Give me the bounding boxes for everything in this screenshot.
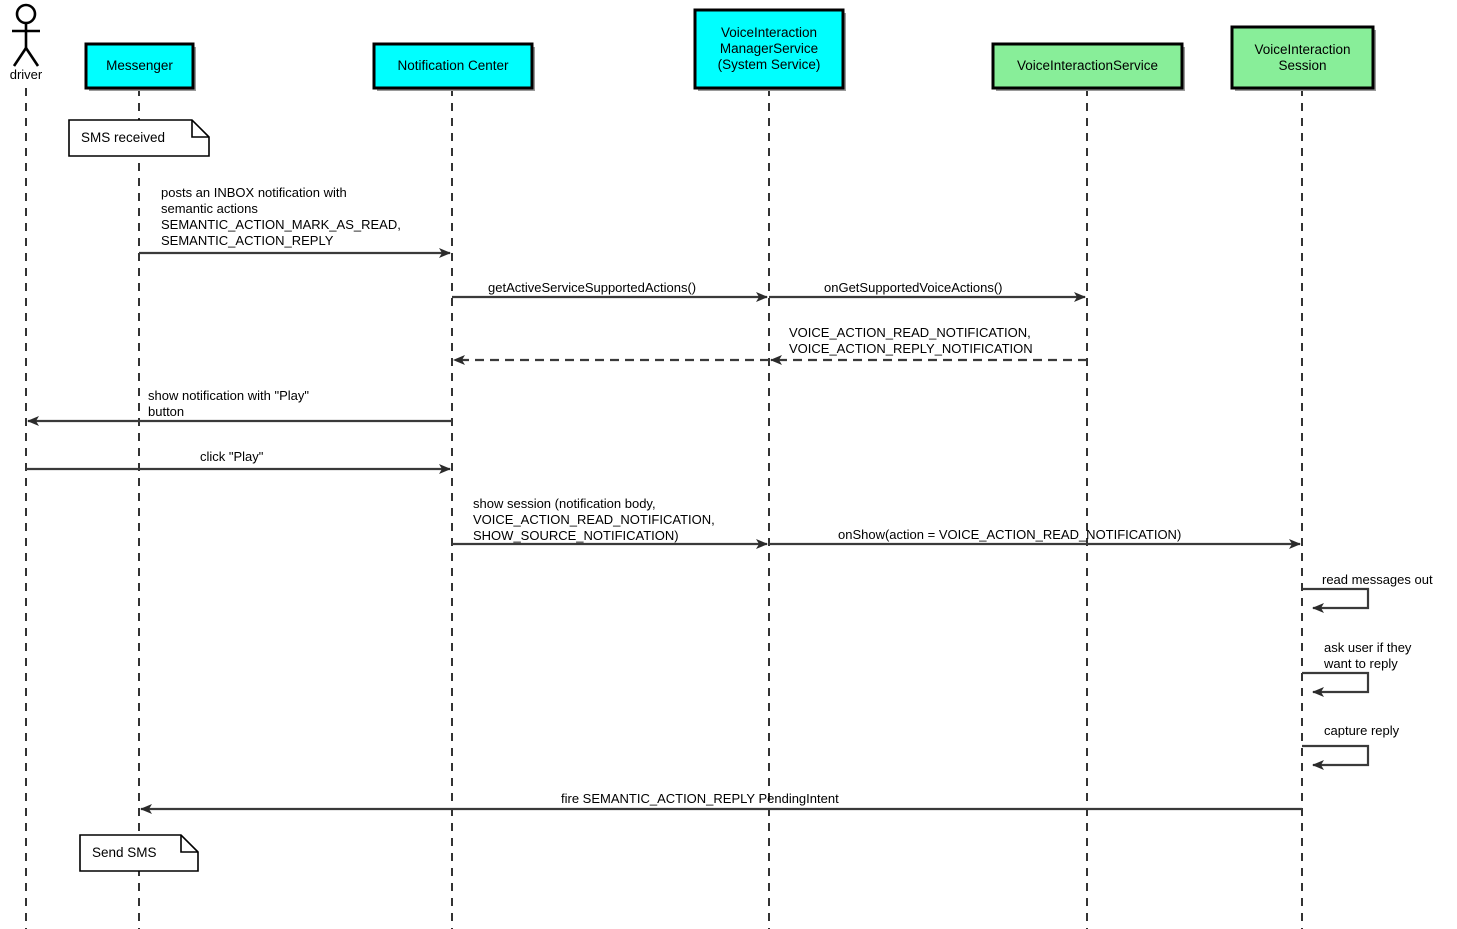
note-sms-received-label: SMS received bbox=[81, 130, 166, 145]
participant-box-session[interactable] bbox=[1230, 25, 1375, 90]
participant-label-messenger: Messenger bbox=[106, 58, 173, 73]
self-read-messages-out-label: read messages out bbox=[1322, 572, 1433, 587]
notes-group bbox=[68, 119, 210, 872]
self-ask-user-reply-label: ask user if they want to reply bbox=[1324, 640, 1412, 671]
note-sms-received-fold bbox=[191, 120, 209, 138]
note-send-sms-label: Send SMS bbox=[92, 845, 157, 860]
messages-group bbox=[26, 248, 1302, 814]
actor-driver[interactable] bbox=[12, 3, 40, 67]
participant-label-vims: VoiceInteraction ManagerService (System … bbox=[717, 25, 821, 72]
msg-fire-reply-pending-intent-label: fire SEMANTIC_ACTION_REPLY PendingIntent bbox=[561, 791, 839, 806]
participant-label-notification_center: Notification Center bbox=[397, 58, 509, 73]
participant-box-messenger[interactable] bbox=[84, 42, 195, 90]
lifelines-group bbox=[25, 88, 1303, 929]
msg-on-show-label: onShow(action = VOICE_ACTION_READ_NOTIFI… bbox=[838, 527, 1182, 542]
participant-box-vims[interactable] bbox=[693, 8, 845, 90]
self-capture-reply bbox=[1302, 744, 1370, 770]
participant-box-notification_center[interactable] bbox=[372, 42, 534, 90]
note-send-sms-fold bbox=[180, 835, 198, 853]
participant-label-vis: VoiceInteractionService bbox=[1016, 58, 1159, 73]
self-read-messages-out bbox=[1302, 587, 1370, 613]
msg-show-session-label: show session (notification body, VOICE_A… bbox=[473, 496, 715, 543]
participant-box-vis[interactable] bbox=[991, 42, 1184, 90]
msg-get-active-service-supported-actions-label: getActiveServiceSupportedActions() bbox=[488, 280, 697, 295]
self-messages-group bbox=[1302, 587, 1370, 770]
msg-click-play-label: click "Play" bbox=[200, 449, 264, 464]
msg-show-notification-play-label: show notification with "Play" button bbox=[148, 388, 309, 419]
msg-post-notification-label: posts an INBOX notification with semanti… bbox=[161, 185, 401, 248]
note-send-sms bbox=[79, 834, 199, 872]
msg-return-voice-actions-vis-label: VOICE_ACTION_READ_NOTIFICATION, VOICE_AC… bbox=[789, 325, 1033, 356]
self-capture-reply-label: capture reply bbox=[1324, 723, 1400, 738]
actor-label-driver: driver bbox=[9, 67, 43, 82]
self-ask-user-reply bbox=[1302, 671, 1370, 697]
actor-figures-group bbox=[12, 3, 40, 67]
participant-label-session: VoiceInteraction Session bbox=[1254, 41, 1351, 73]
note-sms-received bbox=[68, 119, 210, 157]
msg-on-get-supported-voice-actions-label: onGetSupportedVoiceActions() bbox=[824, 280, 1003, 295]
participant-boxes-group bbox=[84, 8, 1376, 91]
